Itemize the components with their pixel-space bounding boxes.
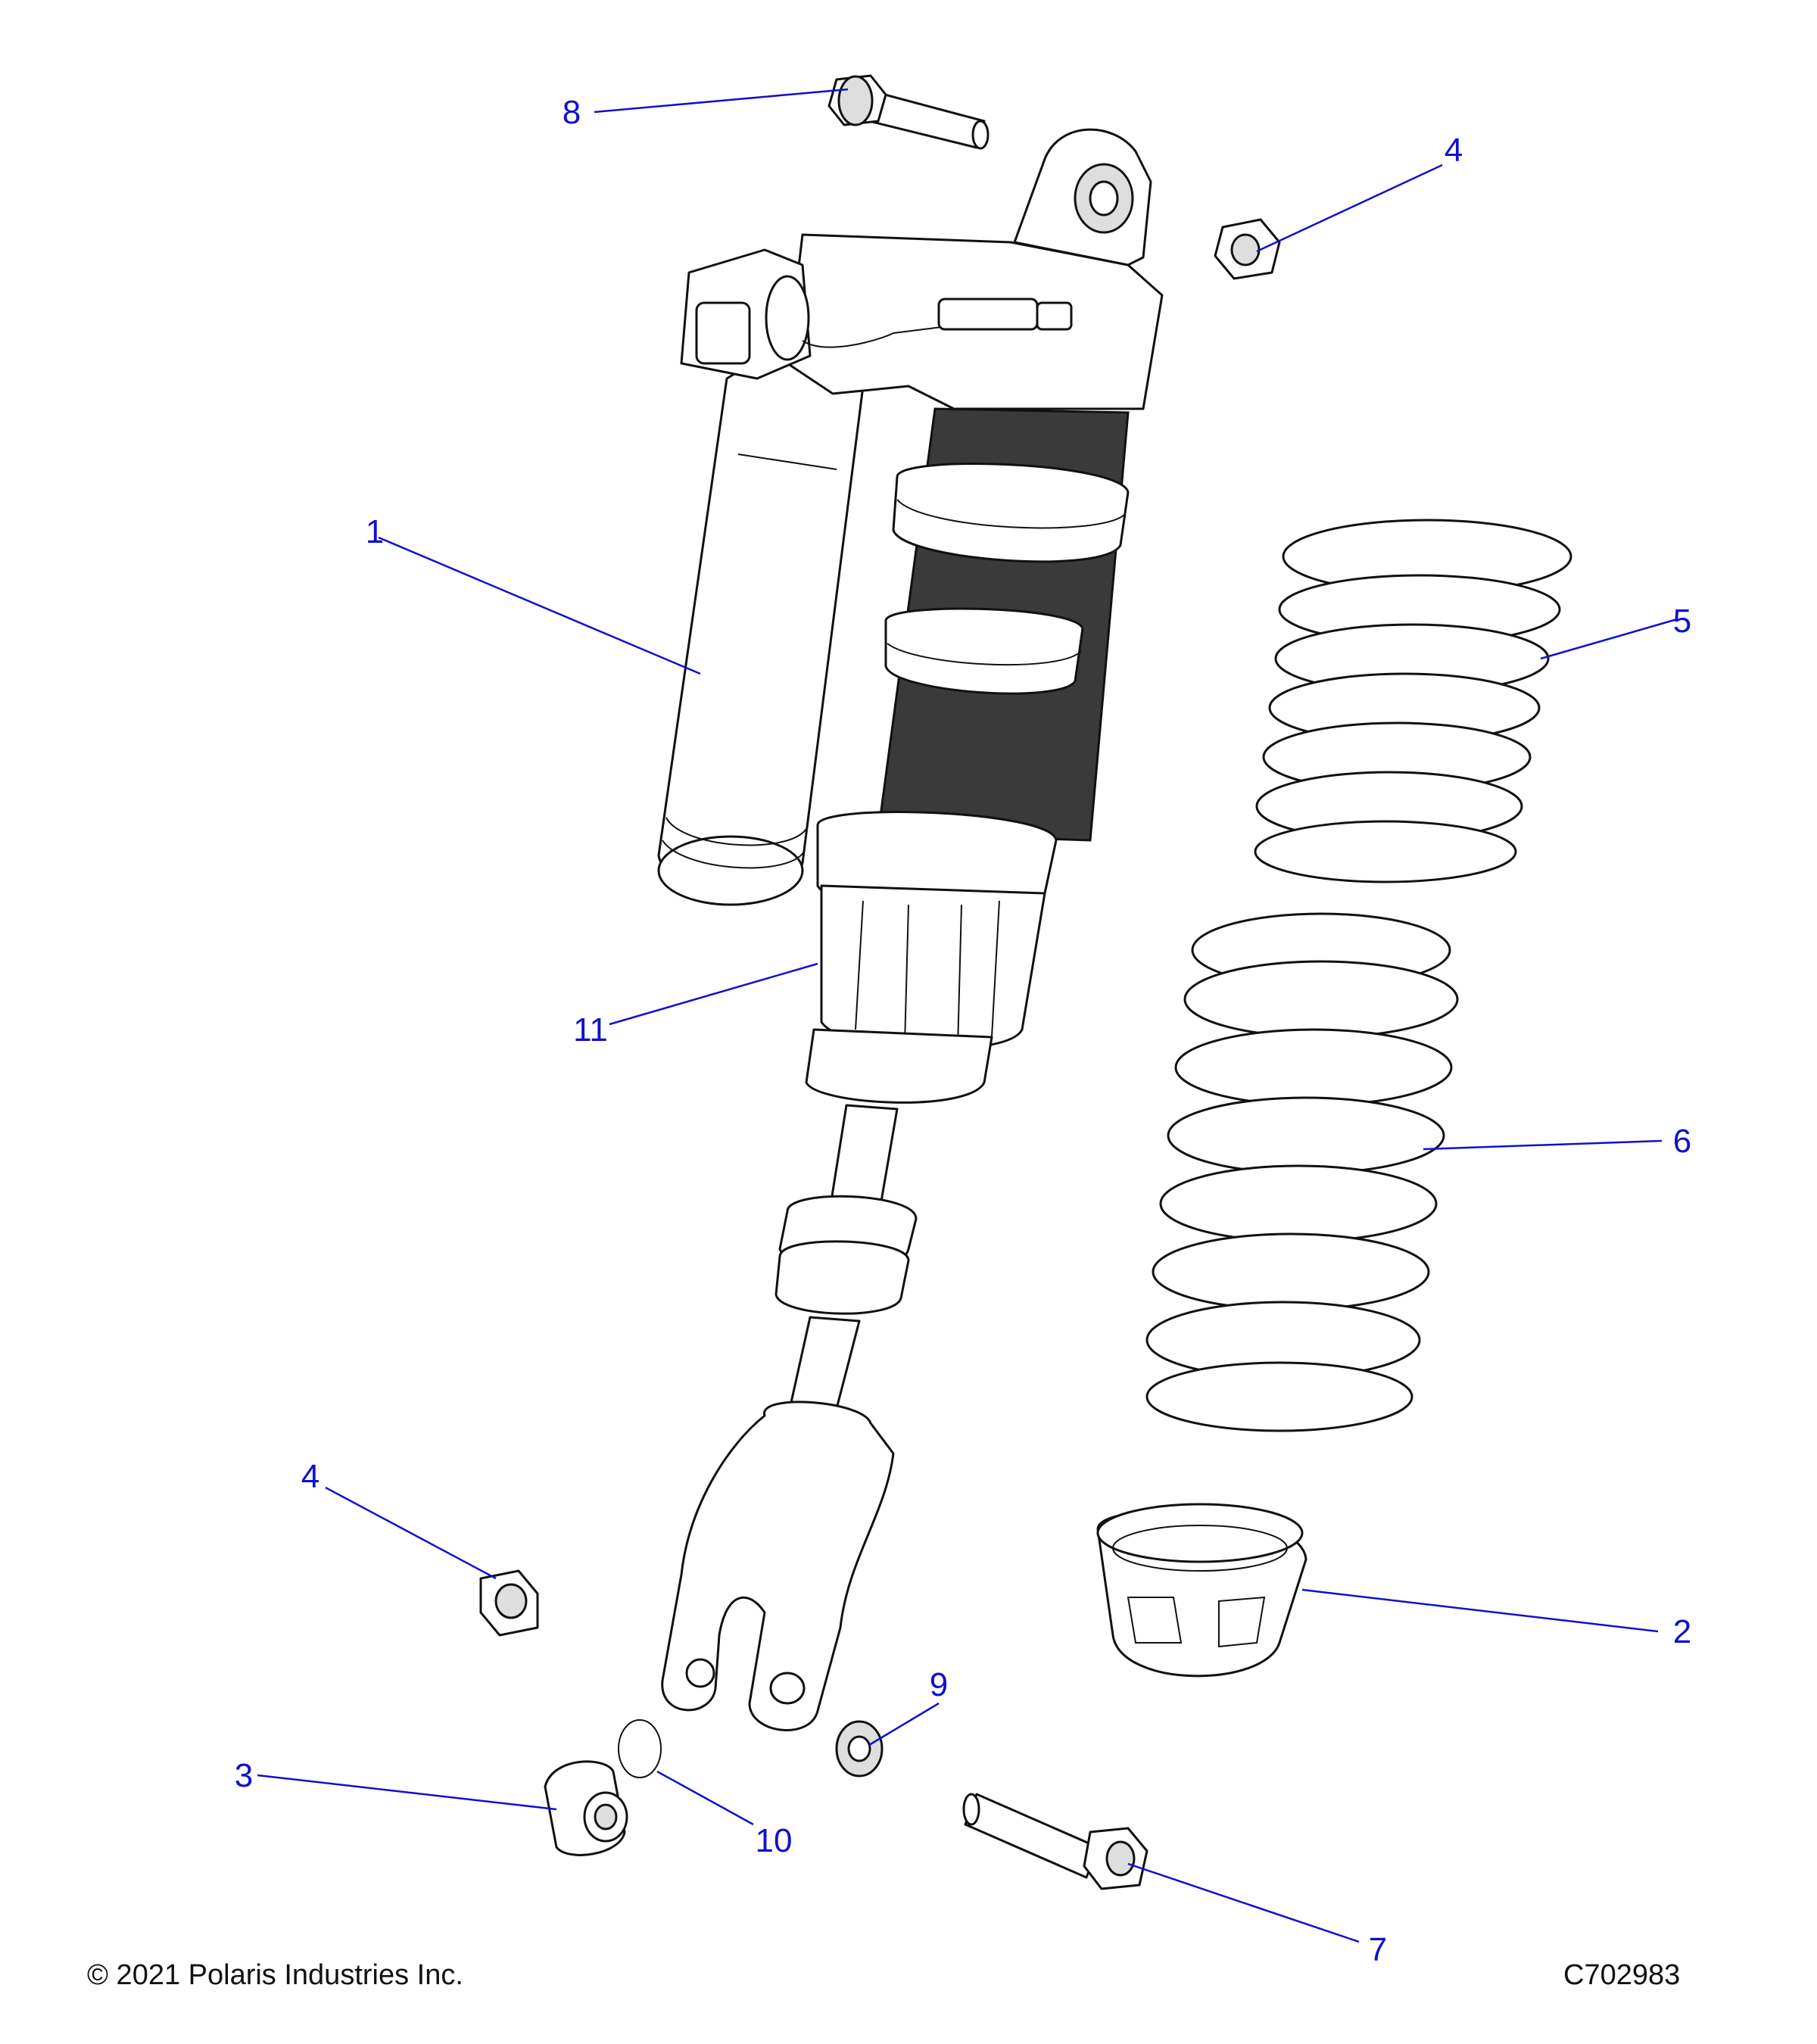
callout-5: 5	[1673, 603, 1691, 640]
callout-1: 1	[366, 513, 384, 550]
part-nut-lower	[479, 1569, 539, 1637]
leader-2	[1301, 1588, 1659, 1633]
callout-3: 3	[235, 1757, 253, 1794]
part-spring-seat	[1096, 1503, 1307, 1678]
part-nut-top	[1214, 218, 1281, 280]
callout-4-lower: 4	[301, 1458, 319, 1495]
leader-9	[868, 1702, 940, 1746]
part-snap-ring	[618, 1719, 662, 1778]
part-bolt-top	[827, 74, 990, 150]
callout-labels: 8 4 1 5 11 6 4 2 9 3 10 7	[235, 94, 1691, 1968]
part-bushing	[544, 1760, 628, 1856]
leader-11	[609, 962, 818, 1026]
leader-5	[1540, 618, 1678, 660]
callout-8: 8	[563, 94, 581, 131]
callout-6: 6	[1673, 1123, 1691, 1160]
part-shock-body	[657, 128, 1164, 1731]
leader-10	[656, 1770, 754, 1826]
callout-9: 9	[930, 1666, 948, 1703]
callout-10: 10	[756, 1822, 793, 1859]
copyright-text: © 2021 Polaris Industries Inc.	[87, 1959, 463, 1991]
callout-11: 11	[573, 1011, 608, 1048]
leader-4-top	[1256, 164, 1443, 253]
leader-3	[257, 1774, 557, 1811]
part-washer	[835, 1720, 884, 1778]
callout-2: 2	[1673, 1613, 1691, 1650]
part-bolt-lower	[962, 1793, 1148, 1890]
figure-code: C702983	[1563, 1959, 1681, 1991]
leader-4-lower	[325, 1486, 497, 1580]
leader-lines	[257, 88, 1678, 1943]
callout-7: 7	[1369, 1931, 1387, 1968]
part-spring-upper	[1254, 519, 1572, 883]
leader-7	[1127, 1862, 1360, 1943]
part-spring-lower	[1145, 912, 1459, 1432]
leader-1	[378, 536, 701, 675]
callout-4-top: 4	[1445, 132, 1463, 169]
leader-6	[1423, 1139, 1663, 1151]
leader-8	[594, 88, 849, 114]
